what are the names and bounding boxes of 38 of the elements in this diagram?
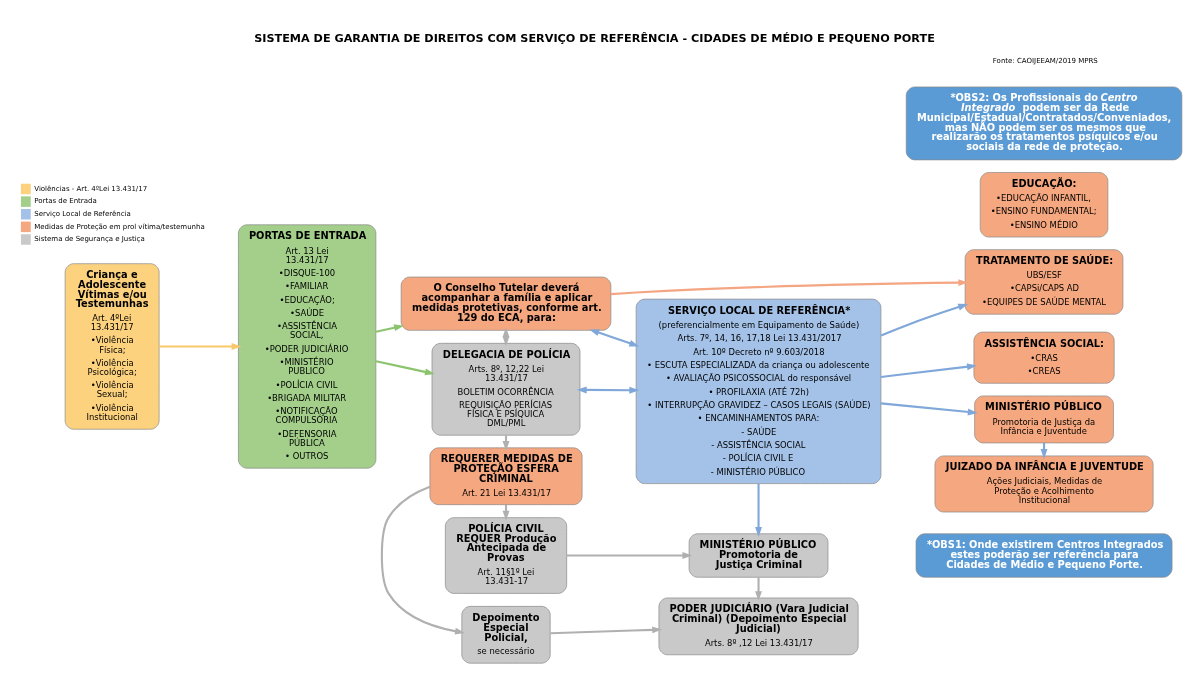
node-box: PORTAS DE ENTRADA Art. 13 Lei 13.431/17 •DISQUE-100 •FAMILIAR •EDUCAÇÃO; •SAÚDE •ASSISTÊNCIA SOCIAL, •PODER JUDICIÁRIO •MINISTÉRIO PUBLICO •POLÍCIA CIVIL •BRIGADA MILITAR •NOTIFICAÇÃO COMPULSÓRIA •DEFENSORIA PÚBLICA • OUTROS — [238, 223, 377, 469]
node-box: ASSISTÊNCIA SOCIAL: •CRAS •CREAS — [973, 331, 1115, 384]
arrow — [159, 342, 242, 350]
arrow — [880, 401, 978, 415]
node-box: MINISTÉRIO PÚBLICO Promotoria de Justiça Criminal — [688, 532, 829, 578]
legend-label: Sistema de Segurança e Justiça — [34, 233, 145, 243]
diagram-title: SISTEMA DE GARANTIA DE DIREITOS COM SERVIÇO DE REFERÊNCIA - CIDADES DE MÉDIO E PEQUENO PORTE — [254, 31, 935, 45]
node-box: Depoimento Especial Policial, se necessário — [461, 605, 551, 664]
arrow — [550, 625, 663, 634]
arrow — [610, 278, 969, 295]
arrow — [566, 551, 693, 559]
arrow — [380, 485, 465, 635]
label: Fonte: CAOIJEEAM/2019 MPRS — [992, 55, 1098, 65]
node-box: REQUERER MEDIDAS DE PROTEÇÃO ESFERA CRIMINAL Art. 21 Lei 13.431/17 — [429, 447, 583, 505]
node-box: Criança e Adolescente Vítimas e/ou Testemunhas Art. 4ºLei 13.431/17 •Violência Física; •Violência Psicológica; •Violência Sexual; •Violência Institucional — [64, 262, 160, 430]
arrow — [880, 303, 969, 336]
node-box: PODER JUDICIÁRIO (Vara Judicial Criminal) (Depoimento Especial Judicial) Arts. 8º ,12 Lei 13.431/17 — [658, 597, 859, 655]
node-box: SERVIÇO LOCAL DE REFERÊNCIA* (preferencialmente em Equipamento de Saúde) Arts. 7º, 14, 16, 17,18 Lei 13.431/2017 Art. 10º Decreto nº 9.603/2018 • ESCUTA ESPECIALIZADA da criança ou adolescente • AVALIAÇÃO PSICOSSOCIAL do responsável • PROFILAXIA (ATÉ 72h) • INTERRUPÇÃO GRAVIDEZ – CASOS LEGAIS (SAÚDE) • ENCAMINHAMENTOS PARA: - SAÚDE - ASSISTÊNCIA SOCIAL - POLÍCIA CIVIL E - MINISTÉRIO PÚBLICO — [635, 298, 882, 484]
arrow — [755, 483, 762, 537]
legend-label: Serviço Local de Referência — [34, 208, 131, 218]
legend-label: Medidas de Proteção em prol vítima/testemunha — [34, 221, 205, 231]
arrow — [375, 323, 404, 333]
legend-label: Violências - Art. 4ºLei 13.431/17 — [34, 183, 148, 193]
legend-label: Portas de Entrada — [34, 195, 97, 205]
node-box: JUIZADO DA INFÂNCIA E JUVENTUDE Ações Judiciais, Medidas de Proteção e Acolhimento Institucional — [934, 455, 1154, 512]
arrow — [755, 576, 762, 601]
arrow — [576, 386, 640, 394]
arrow — [375, 359, 435, 375]
node-box: DELEGACIA DE POLÍCIA Arts. 8º, 12,22 Lei 13.431/17 BOLETIM OCORRÊNCIA REQUISIÇÃO PERÍCIAS FÍSICA E PSÍQUICA DML/PML — [431, 342, 581, 436]
arrow — [880, 362, 977, 378]
node-box: *OBS1: Onde existirem Centros Integrados estes poderão ser referência para Cidades de Médio e Pequeno Porte. — [915, 532, 1173, 578]
node-box: EDUCAÇÃO: •EDUCAÇÃO INFANTIL, •ENSINO FUNDAMENTAL; •ENSINO MÉDIO — [979, 171, 1109, 237]
node-box: POLÍCIA CIVIL REQUER Produção Antecipada de Provas Art. 11§1º Lei 13.431-17 — [444, 516, 568, 594]
node-box: TRATAMENTO DE SAÚDE: UBS/ESF •CAPSi/CAPS AD •EQUIPES DE SAÚDE MENTAL — [964, 248, 1124, 315]
node-box: O Conselho Tutelar deverá acompanhar a família e aplicar medidas protetivas, conforme art. 129 do ECA, para: — [400, 276, 612, 331]
node-box: MINISTÉRIO PÚBLICO Promotoria de Justiça da Infância e Juventude — [974, 395, 1114, 443]
arrow — [589, 328, 640, 347]
node-box: *OBS2: Os Profissionais do Centro Integrado podem ser da Rede Municipal/Estadual/Contratados/Conveniados, mas NÃO podem ser os mesmos que realizarão os tratamentos psíquicos e/ou sociais da rede de proteção. — [905, 86, 1183, 160]
